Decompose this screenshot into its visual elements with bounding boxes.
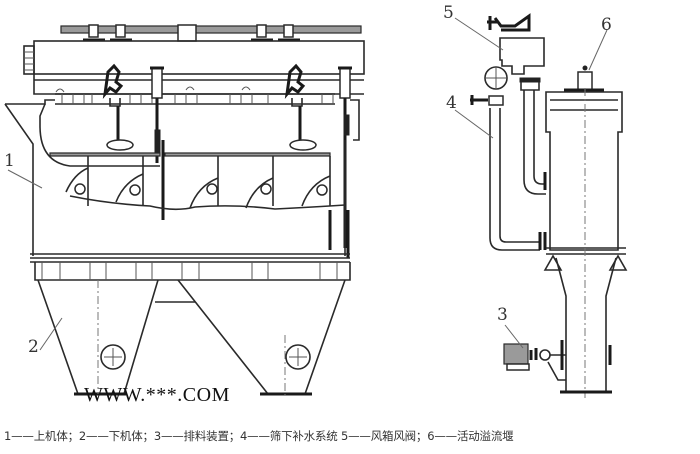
label-4: 4 <box>446 93 457 113</box>
label-3: 3 <box>497 305 508 325</box>
wind-valve <box>487 13 545 91</box>
lower-body <box>37 279 346 396</box>
label-1: 1 <box>4 151 15 171</box>
front-view <box>4 24 365 396</box>
label-2: 2 <box>28 337 39 357</box>
watermark: WWW.***.COM <box>84 384 230 406</box>
discharge-cells <box>65 167 331 209</box>
side-view <box>470 13 628 398</box>
label-6: 6 <box>601 15 612 35</box>
overflow-weir <box>564 65 604 92</box>
water-supply-pipe <box>470 66 547 251</box>
discharge-device <box>503 340 612 381</box>
leader-lines <box>7 17 608 351</box>
legend-caption: 1——上机体；2——下机体；3——排料装置；4——筛下补水系统 5——风箱风阀；… <box>4 429 514 443</box>
rail-brackets <box>83 24 300 42</box>
label-5: 5 <box>443 3 454 23</box>
